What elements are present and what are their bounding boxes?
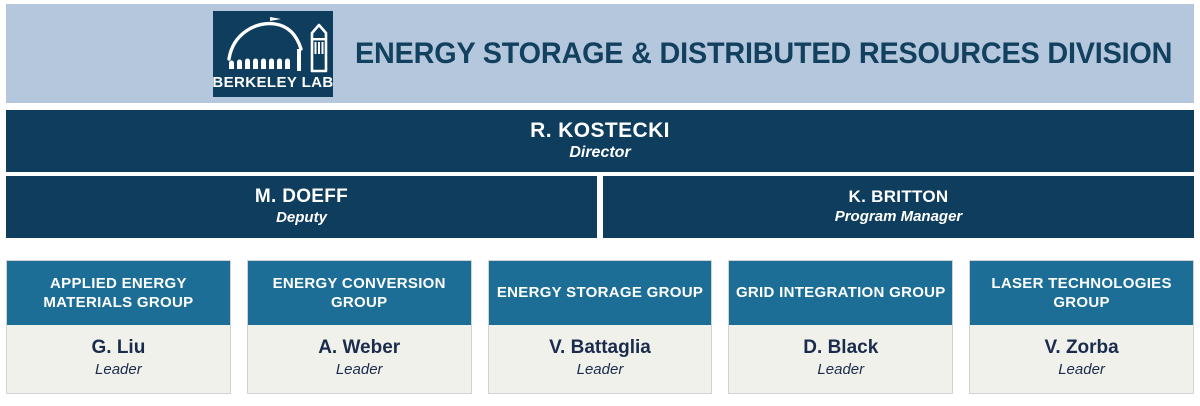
division-title: ENERGY STORAGE & DISTRIBUTED RESOURCES D… [355,36,1173,70]
group-card-grid-integration: GRID INTEGRATION GROUP D. Black Leader [728,260,954,394]
deputy-cell: M. DOEFF Deputy [6,176,597,238]
group-body: V. Battaglia Leader [488,325,712,393]
berkeley-lab-logo: BERKELEY LAB [213,10,333,97]
group-body: A. Weber Leader [247,325,471,393]
deputy-role: Deputy [276,209,327,227]
group-leader-role: Leader [1058,361,1105,379]
group-card-energy-conversion: ENERGY CONVERSION GROUP A. Weber Leader [246,260,472,394]
group-card-laser-technologies: LASER TECHNOLOGIES GROUP V. Zorba Leader [969,260,1194,394]
groups-row: APPLIED ENERGY MATERIALS GROUP G. Liu Le… [6,260,1194,394]
program-manager-role: Program Manager [834,208,963,226]
group-card-applied-energy-materials: APPLIED ENERGY MATERIALS GROUP G. Liu Le… [6,260,231,394]
group-body: G. Liu Leader [7,325,230,393]
group-title: ENERGY CONVERSION GROUP [247,261,471,325]
group-leader-name: G. Liu [91,337,146,359]
group-title: ENERGY STORAGE GROUP [488,261,712,325]
director-bar: R. KOSTECKI Director [6,110,1194,172]
group-title: GRID INTEGRATION GROUP [729,261,953,325]
group-leader-name: D. Black [803,337,879,359]
group-title: LASER TECHNOLOGIES GROUP [970,261,1193,325]
group-body: V. Zorba Leader [970,325,1193,393]
director-role: Director [569,143,631,161]
program-manager-cell: K. BRITTON Program Manager [603,176,1194,238]
group-leader-name: A. Weber [318,337,401,359]
group-title: APPLIED ENERGY MATERIALS GROUP [7,261,230,325]
director-name: R. KOSTECKI [530,118,670,142]
leadership-row: M. DOEFF Deputy K. BRITTON Program Manag… [6,176,1194,238]
deputy-name: M. DOEFF [254,186,349,208]
group-leader-role: Leader [576,361,624,379]
group-leader-role: Leader [95,361,142,379]
group-leader-name: V. Battaglia [549,337,651,359]
program-manager-name: K. BRITTON [848,187,949,207]
group-body: D. Black Leader [729,325,953,393]
division-header-band: BERKELEY LAB ENERGY STORAGE & DISTRIBUTE… [6,4,1194,103]
group-card-energy-storage: ENERGY STORAGE GROUP V. Battaglia Leader [487,260,713,394]
group-leader-name: V. Zorba [1044,337,1119,359]
logo-wordmark: BERKELEY LAB [213,74,333,91]
group-leader-role: Leader [817,361,865,379]
group-leader-role: Leader [335,361,383,379]
